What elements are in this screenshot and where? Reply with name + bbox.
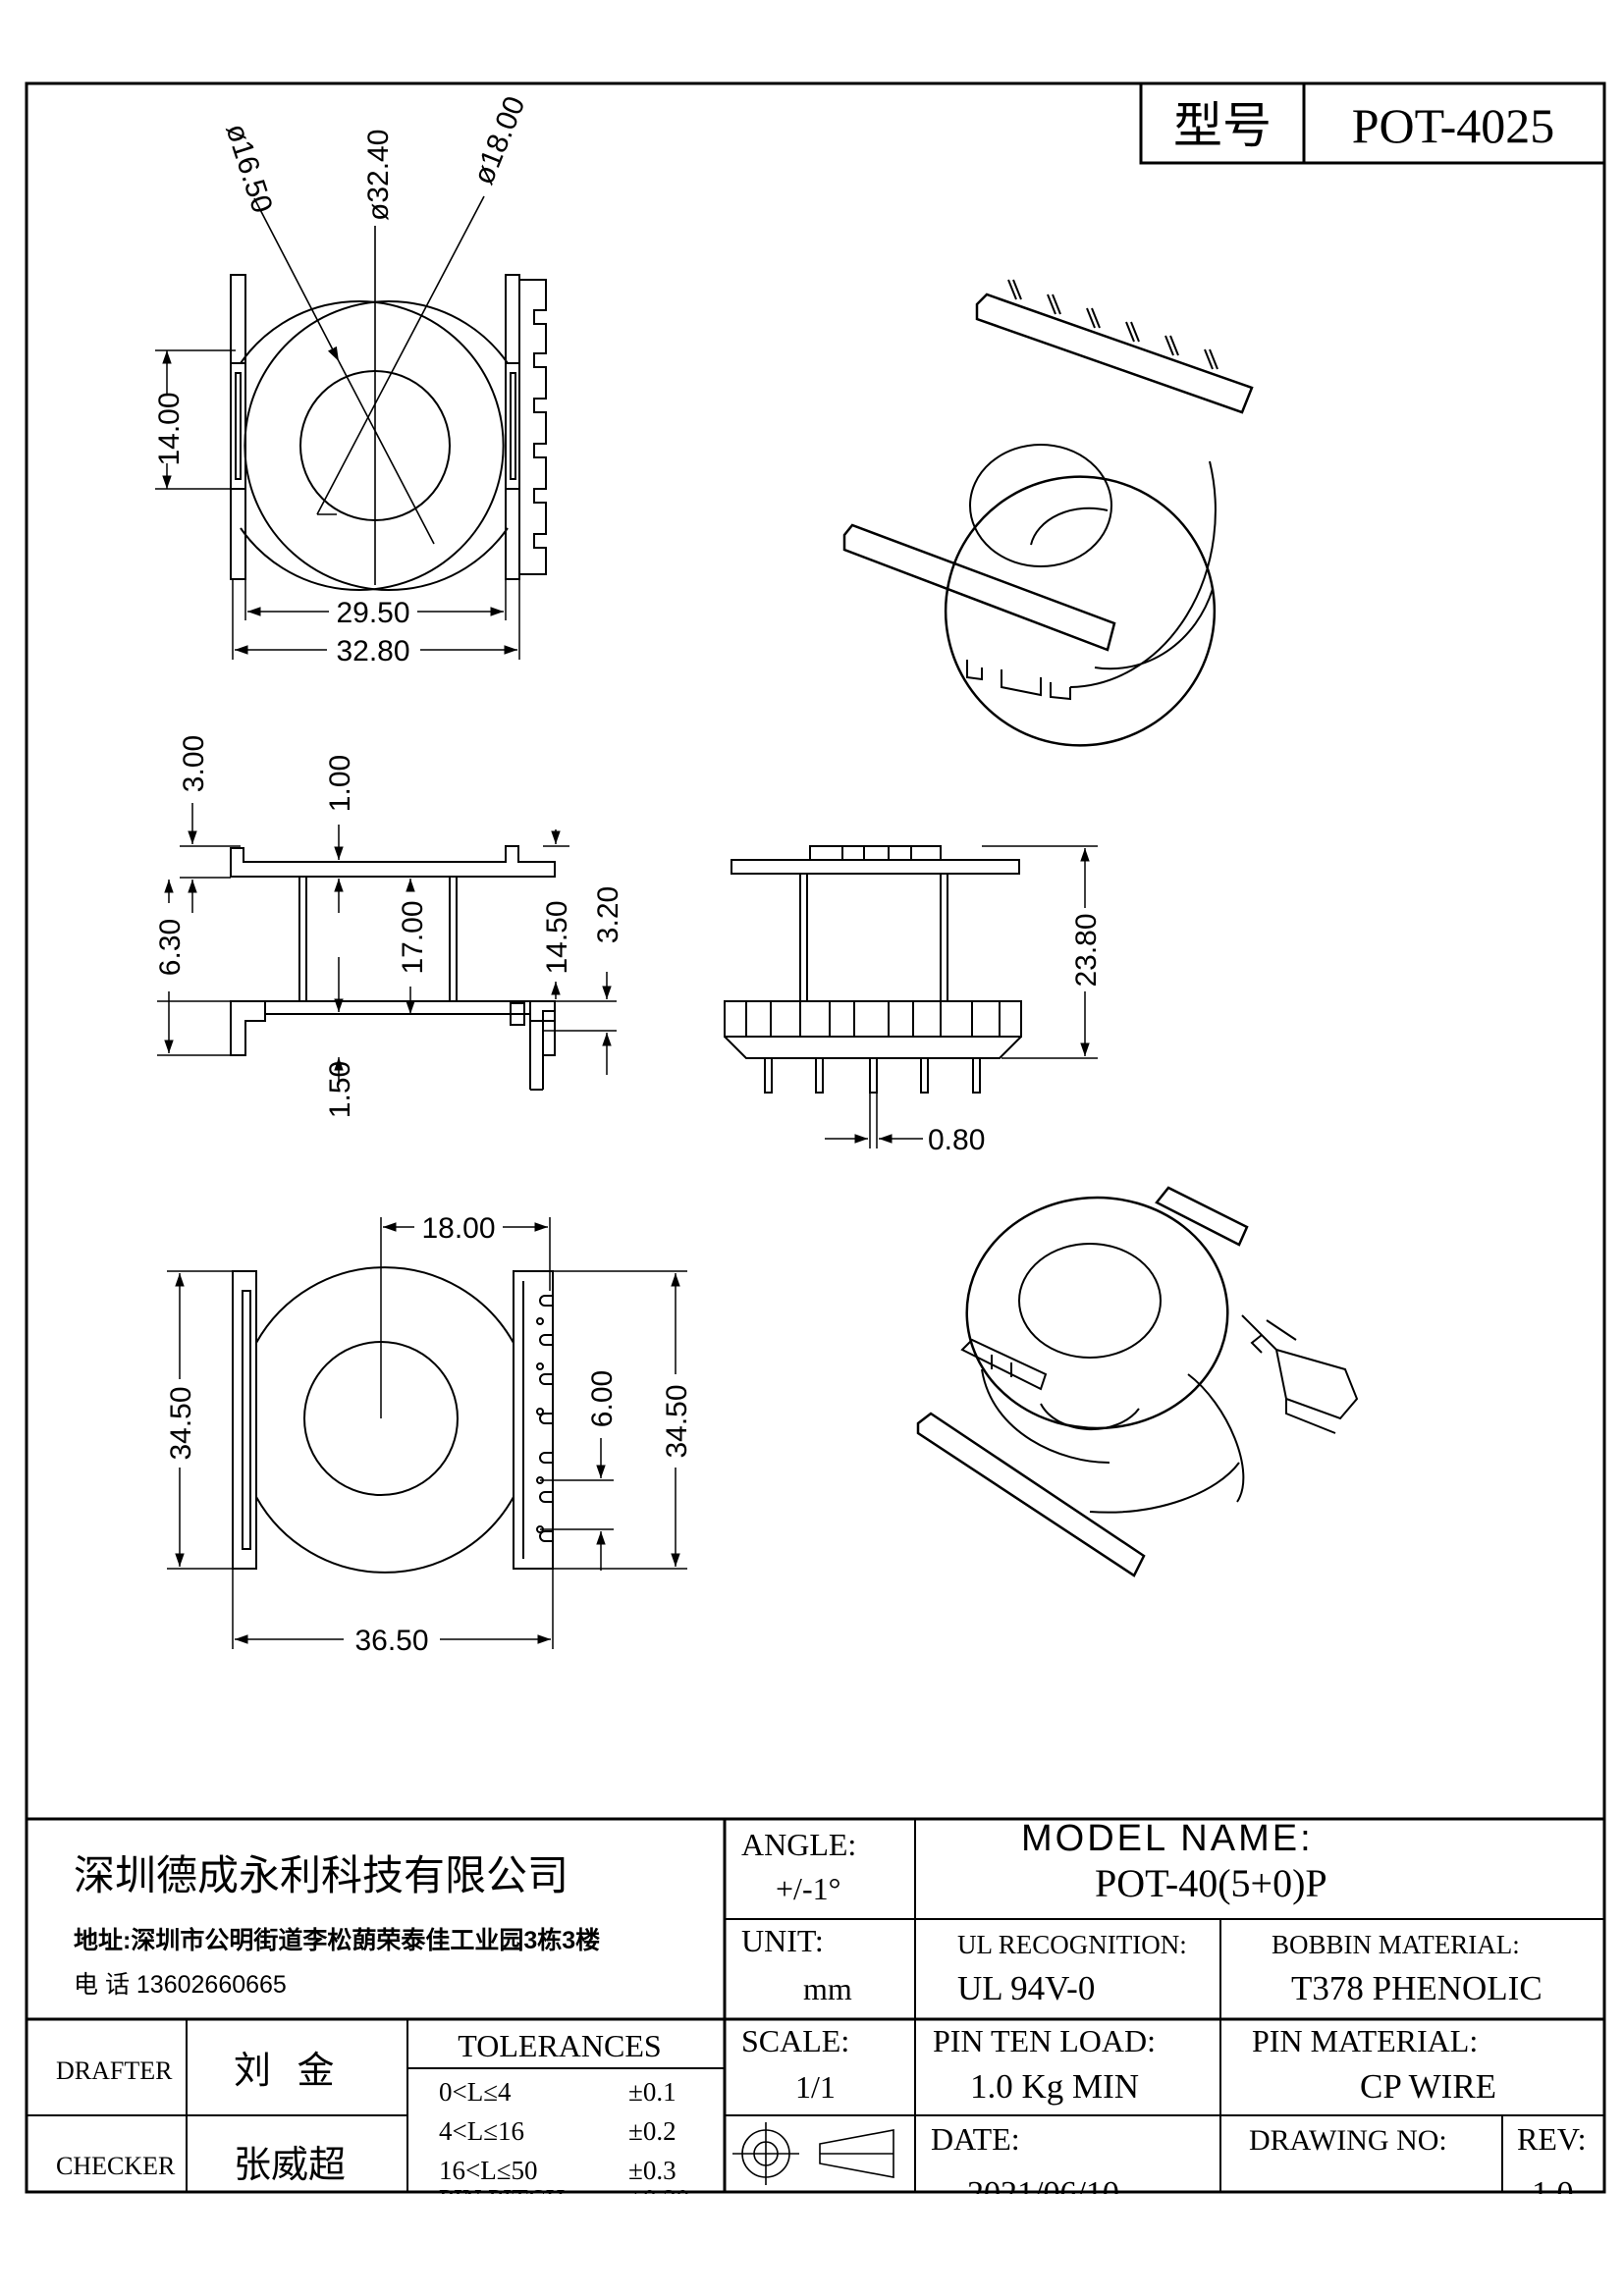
angle-label: ANGLE: [741,1827,856,1862]
company-phone: 电 话 13602660665 [74,1971,287,1999]
dim-34-50-left: 34.50 [165,1386,197,1460]
header-model-label: 型号 [1173,98,1272,153]
company-name: 深圳德成永利科技有限公司 [74,1852,568,1898]
tolerance-range: 16<L≤50 [439,2156,538,2185]
dim-3-20: 3.20 [592,886,624,943]
title-block [27,1817,1604,2192]
pin-material-value: CP WIRE [1360,2067,1496,2106]
side-view [157,803,617,1091]
drawing-no-label: DRAWING NO: [1249,2124,1447,2157]
ul-value: UL 94V-0 [957,1969,1095,2007]
rev-value: 1.0 [1532,2175,1574,2212]
dim-6-30: 6.30 [154,919,187,976]
dim-32-80: 32.80 [336,635,409,667]
tolerance-value: ±0.3 [628,2156,677,2185]
top-view [155,195,547,660]
tolerance-range: PIN PITCH [439,2184,565,2214]
bobbin-material-label: BOBBIN MATERIAL: [1272,1930,1520,1959]
tolerance-value: ±0.1 [628,2077,677,2107]
tolerance-range: 4<L≤16 [439,2116,524,2146]
company-address: 地址:深圳市公明街道李松蓢荣泰佳工业园3栋3楼 [74,1926,600,1954]
model-name-label: MODEL NAME: [1021,1818,1314,1859]
front-view [724,845,1098,1148]
dim-18-00-bottom: 18.00 [421,1212,495,1245]
angle-value: +/-1° [776,1871,840,1906]
dim-36-50: 36.50 [354,1625,428,1657]
dim-23-80: 23.80 [1070,913,1103,987]
dim-1-00: 1.00 [324,755,356,812]
scale-label: SCALE: [741,2023,849,2058]
dim-dia-32-40: ø32.40 [362,130,395,221]
dim-34-50-right: 34.50 [661,1384,693,1458]
pin-material-label: PIN MATERIAL: [1252,2023,1478,2058]
unit-label: UNIT: [741,1923,824,1958]
date-value: 2021/06/10 [967,2175,1119,2212]
dim-14-00: 14.00 [153,392,186,465]
pin-load-value: 1.0 Kg MIN [970,2067,1139,2106]
tolerance-value: ±0.20 [628,2184,689,2214]
date-label: DATE: [931,2121,1020,2157]
tolerance-range: 0<L≤4 [439,2077,512,2107]
unit-value: mm [803,1971,852,2006]
bottom-view [167,1217,687,1649]
dim-29-50: 29.50 [336,597,409,629]
dim-dia-16-50: ø16.50 [219,120,278,217]
sheet-border [25,81,1606,2194]
ul-label: UL RECOGNITION: [957,1930,1187,1959]
dim-1-50: 1.50 [324,1061,356,1118]
dim-17-00: 17.00 [397,900,429,974]
header-box [1139,81,1606,165]
drafter-label: DRAFTER [56,2056,173,2085]
dim-3-00: 3.00 [178,735,210,792]
model-name-value: POT-40(5+0)P [1095,1861,1327,1905]
dim-14-50: 14.50 [541,900,573,974]
tolerance-value: ±0.2 [628,2116,677,2146]
tolerances-label: TOLERANCES [458,2028,661,2063]
rev-label: REV: [1517,2121,1587,2157]
bobbin-material-value: T378 PHENOLIC [1291,1969,1543,2007]
header-model-value: POT-4025 [1352,98,1555,153]
isometric-view-bottom [916,1186,1359,1577]
dim-6-00: 6.00 [586,1370,619,1427]
pin-load-label: PIN TEN LOAD: [933,2023,1156,2058]
projection-symbol-icon [732,2122,894,2185]
dim-dia-18-00: ø18.00 [467,92,532,189]
dim-0-80: 0.80 [928,1124,985,1156]
checker-value: 张威超 [234,2145,346,2186]
scale-value: 1/1 [795,2069,836,2105]
drafter-value: 刘 金 [234,2051,343,2092]
checker-label: CHECKER [56,2152,176,2180]
isometric-view-top [842,279,1254,747]
